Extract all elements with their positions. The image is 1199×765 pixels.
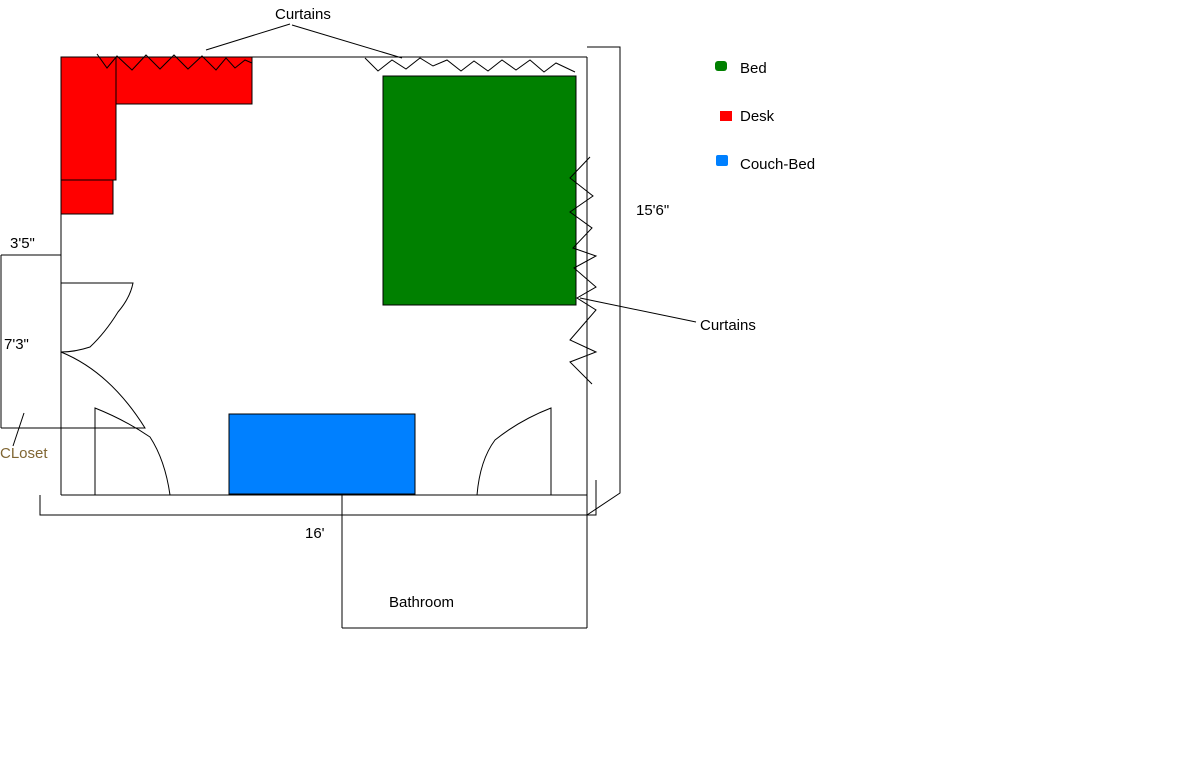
legend-swatch-bed [715, 61, 727, 71]
curtains-right-label: Curtains [700, 317, 756, 334]
curtain-right [569, 156, 598, 385]
height-dimension [586, 46, 621, 516]
room-door-right-swing [476, 407, 552, 496]
closet-door-upper-swing [60, 282, 134, 353]
closet-pointer [12, 412, 25, 447]
legend: Bed Desk Couch-Bed [715, 60, 815, 173]
curtain-top-left [96, 53, 253, 71]
desk-lower-part [60, 179, 114, 215]
curtain-top-right [364, 57, 576, 73]
bed [382, 75, 577, 306]
couch-bed [228, 413, 416, 495]
desk-vertical-part [60, 56, 117, 181]
closet-door-lower-swing [60, 351, 146, 429]
curtains-top-label: Curtains [275, 6, 331, 23]
legend-label-couch-bed: Couch-Bed [740, 156, 815, 173]
closet-width-label: 3'5" [10, 235, 35, 252]
dimension-lines [18, 46, 621, 516]
width-dimension [39, 480, 597, 516]
curtains [96, 53, 598, 385]
curtain-leaders [205, 23, 697, 323]
legend-item-desk: Desk [720, 108, 775, 125]
doors [60, 282, 552, 496]
height-dimension-label: 15'6" [636, 202, 669, 219]
desk [60, 56, 253, 215]
bathroom-label: Bathroom [389, 594, 454, 611]
closet-label: CLoset [0, 445, 48, 462]
legend-item-bed: Bed [715, 60, 767, 77]
legend-swatch-desk [720, 111, 732, 121]
legend-swatch-couch-bed [716, 155, 728, 166]
room-door-left-swing [94, 407, 171, 496]
legend-item-couch-bed: Couch-Bed [716, 155, 815, 173]
width-dimension-label: 16' [305, 525, 325, 542]
legend-label-bed: Bed [740, 60, 767, 77]
legend-label-desk: Desk [740, 108, 775, 125]
bathroom [341, 495, 588, 629]
closet-height-label: 7'3" [4, 336, 29, 353]
